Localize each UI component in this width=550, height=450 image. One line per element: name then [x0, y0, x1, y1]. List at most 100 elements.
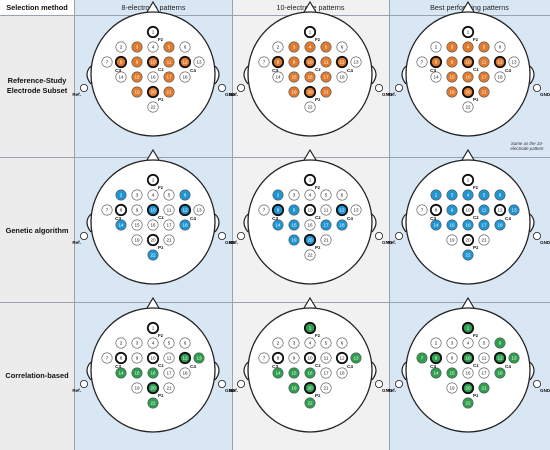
electrode-label-6: 6: [184, 341, 187, 346]
electrode-21: [163, 86, 175, 98]
electrode-label-20: 20: [465, 90, 471, 95]
pz-label: Pz: [315, 393, 321, 398]
c3-label: C3: [115, 216, 121, 221]
ref-label: Ref.: [229, 92, 238, 97]
left-ear: [243, 65, 249, 85]
gnd-label: GND: [225, 388, 236, 393]
electrode-12: [335, 351, 349, 365]
electrode-12: [178, 351, 192, 365]
electrode-label-19: 19: [449, 386, 455, 391]
electrode-20: [146, 85, 160, 99]
electrode-16: [304, 71, 316, 83]
electrode-7: [258, 204, 270, 216]
ref-label: Ref.: [387, 92, 396, 97]
electrode-20: [303, 85, 317, 99]
electrode-label-9: 9: [136, 208, 139, 213]
electrode-label-6: 6: [184, 193, 187, 198]
electrode-4: [462, 41, 474, 53]
electrode-label-14: 14: [118, 75, 124, 80]
electrode-16: [304, 219, 316, 231]
electrode-label-13: 13: [511, 60, 517, 65]
electrode-21: [320, 86, 332, 98]
electrode-label-12: 12: [497, 60, 503, 65]
electrode-11: [478, 204, 490, 216]
electrode-6: [494, 337, 506, 349]
electrode-label-2: 2: [120, 45, 123, 50]
electrode-10: [303, 203, 317, 217]
electrode-10: [146, 203, 160, 217]
electrode-label-8: 8: [120, 356, 123, 361]
left-ear: [86, 65, 92, 85]
electrode-label-3: 3: [136, 193, 139, 198]
electrode-label-8: 8: [120, 60, 123, 65]
electrode-label-9: 9: [293, 356, 296, 361]
electrode-label-16: 16: [150, 371, 156, 376]
gnd-label: GND: [540, 388, 550, 393]
electrode-label-17: 17: [323, 223, 329, 228]
electrode-15: [131, 71, 143, 83]
electrode-21: [478, 234, 490, 246]
electrode-13: [193, 204, 205, 216]
ref-label: Ref.: [387, 388, 396, 393]
electrode-label-20: 20: [465, 386, 471, 391]
electrode-5: [478, 337, 490, 349]
electrode-18: [179, 71, 191, 83]
electrode-label-17: 17: [481, 371, 487, 376]
electrode-label-8: 8: [277, 60, 280, 65]
electrode-label-19: 19: [291, 386, 297, 391]
electrode-12: [335, 203, 349, 217]
electrode-label-15: 15: [449, 371, 455, 376]
electrode-label-11: 11: [482, 356, 487, 361]
electrode-14: [272, 71, 284, 83]
pz-label: Pz: [473, 97, 479, 102]
electrode-label-15: 15: [291, 75, 297, 80]
nose: [303, 0, 317, 13]
electrode-label-9: 9: [136, 60, 139, 65]
electrode-12: [493, 351, 507, 365]
electrode-14: [430, 71, 442, 83]
row-label-genetic: Genetic algorithm: [5, 226, 69, 235]
right-ear: [371, 213, 377, 233]
electrode-label-1: 1: [467, 326, 470, 331]
electrode-label-15: 15: [134, 223, 140, 228]
electrode-3: [131, 189, 143, 201]
electrode-label-7: 7: [106, 208, 109, 213]
electrode-label-5: 5: [483, 193, 486, 198]
electrode-label-4: 4: [152, 341, 155, 346]
electrode-label-17: 17: [166, 75, 172, 80]
electrode-19: [131, 86, 143, 98]
electrode-label-12: 12: [339, 60, 345, 65]
electrode-11: [163, 352, 175, 364]
ref-electrode: [80, 231, 89, 240]
electrode-label-20: 20: [307, 386, 313, 391]
electrode-label-9: 9: [451, 356, 454, 361]
electrode-label-19: 19: [134, 90, 140, 95]
electrode-label-19: 19: [291, 90, 297, 95]
electrode-label-14: 14: [433, 371, 439, 376]
ref-label: Ref.: [387, 240, 396, 245]
electrode-1: [303, 321, 317, 335]
electrode-label-1: 1: [467, 30, 470, 35]
electrode-2: [430, 189, 442, 201]
electrode-label-13: 13: [353, 208, 359, 213]
electrode-20: [461, 233, 475, 247]
electrode-10: [146, 351, 160, 365]
electrode-label-21: 21: [481, 386, 487, 391]
electrode-label-21: 21: [166, 386, 172, 391]
nose: [461, 296, 475, 309]
electrode-label-18: 18: [497, 223, 503, 228]
electrode-8: [114, 55, 128, 69]
c3-label: C3: [272, 216, 278, 221]
electrode-19: [288, 382, 300, 394]
electrode-label-16: 16: [307, 223, 313, 228]
electrode-label-21: 21: [481, 238, 487, 243]
c4-label: C4: [347, 216, 353, 221]
electrode-15: [131, 367, 143, 379]
electrode-label-6: 6: [184, 45, 187, 50]
electrode-label-19: 19: [291, 238, 297, 243]
electrode-label-21: 21: [323, 90, 329, 95]
electrode-2: [115, 41, 127, 53]
electrode-9: [446, 56, 458, 68]
ref-electrode: [236, 84, 245, 93]
electrode-13: [508, 204, 520, 216]
